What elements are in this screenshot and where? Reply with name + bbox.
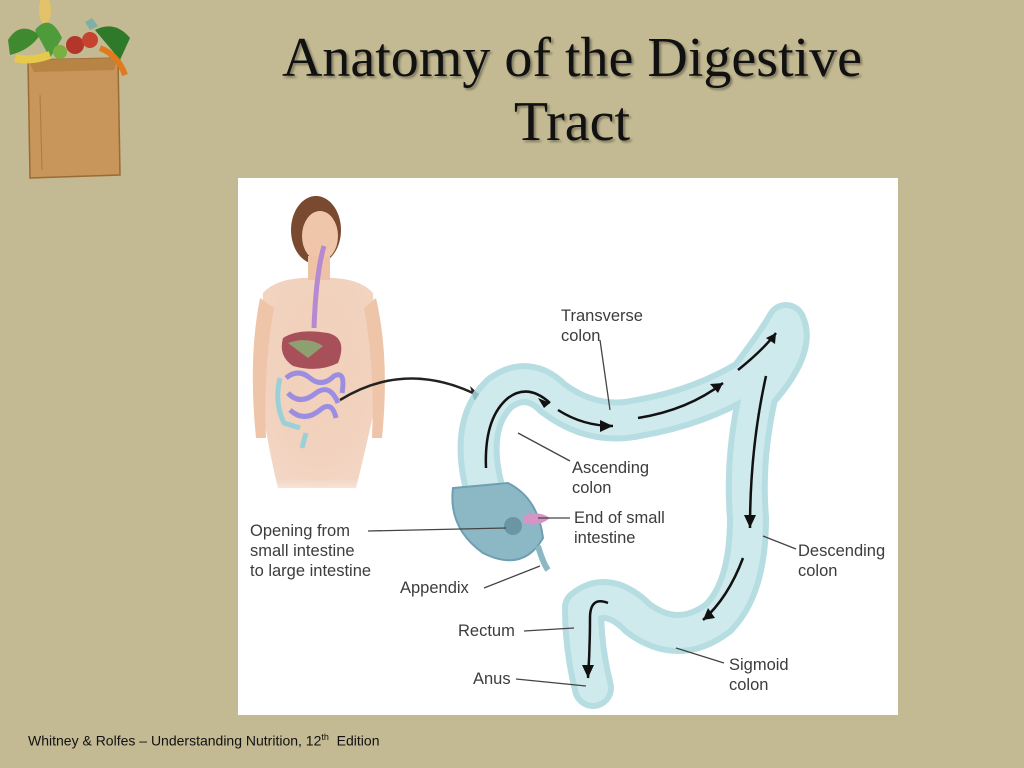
footer-citation: Whitney & Rolfes – Understanding Nutriti… [28,732,380,749]
grocery-bag-icon [8,0,130,179]
label-rectum: Rectum [458,622,515,640]
label-end-small-intestine: End of small intestine [574,509,665,547]
slide-title: Anatomy of the Digestive Tract [150,26,994,154]
label-anus: Anus [473,670,511,688]
label-appendix: Appendix [400,579,469,597]
label-descending-colon: Descending colon [798,542,886,580]
human-figure [252,196,388,508]
leader-lines [367,339,797,687]
footer-superscript: th [321,732,329,742]
title-line-2: Tract [513,91,631,153]
diagram-illustration [252,196,810,709]
label-ascending-colon: Ascending colon [572,459,650,497]
label-transverse-colon: Transverse colon [561,307,643,345]
label-sigmoid-colon: Sigmoid colon [729,656,789,694]
label-opening: Opening from small intestine to large in… [250,522,372,580]
pointer-arrow [339,377,484,402]
title-line-1: Anatomy of the Digestive [281,27,863,89]
digestive-tract-diagram: Transverse colon Ascending colon End of … [238,178,898,715]
large-intestine [451,302,810,709]
